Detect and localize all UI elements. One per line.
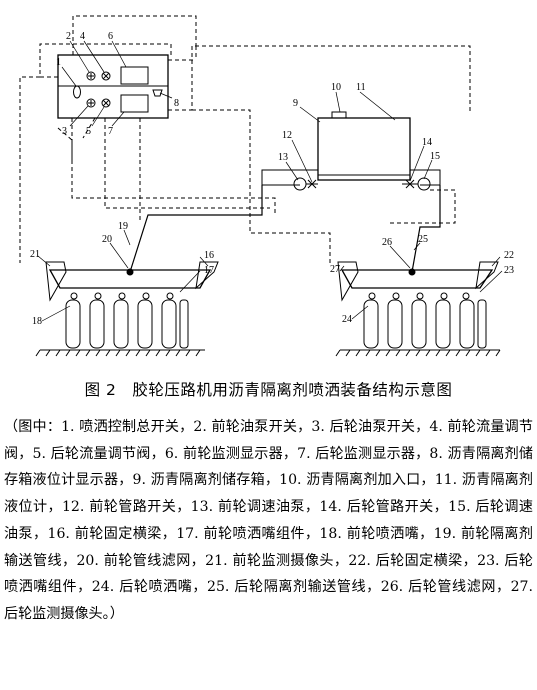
rear-flow-valve-icon bbox=[101, 98, 111, 108]
front-wheel-assembly bbox=[45, 261, 219, 349]
front-filter-icon bbox=[126, 268, 134, 276]
rear-spray-nozzles bbox=[368, 292, 470, 300]
figure-caption-title: 图 2 胶轮压路机用沥青隔离剂喷洒装备结构示意图 bbox=[84, 381, 453, 399]
label-1: 1 bbox=[56, 57, 61, 68]
label-19: 19 bbox=[118, 221, 128, 232]
rear-filter-icon bbox=[408, 268, 416, 276]
label-4: 4 bbox=[80, 31, 85, 42]
label-5: 5 bbox=[86, 126, 91, 137]
front-flow-valve-icon bbox=[101, 71, 111, 81]
front-pump-switch-icon bbox=[86, 71, 96, 81]
label-15: 15 bbox=[430, 151, 440, 162]
label-17: 17 bbox=[204, 265, 214, 276]
structure-diagram: 1 2 3 4 5 6 7 8 9 10 11 12 13 14 15 16 1… bbox=[19, 15, 514, 357]
label-20: 20 bbox=[102, 234, 112, 245]
label-10: 10 bbox=[331, 82, 341, 93]
signal-lines bbox=[19, 15, 471, 263]
label-3: 3 bbox=[62, 126, 67, 137]
label-24: 24 bbox=[342, 314, 352, 325]
rear-pump-icon bbox=[417, 177, 431, 191]
label-18: 18 bbox=[32, 316, 42, 327]
control-panel bbox=[57, 54, 169, 119]
label-22: 22 bbox=[504, 250, 514, 261]
pipelines bbox=[129, 169, 441, 273]
label-12: 12 bbox=[282, 130, 292, 141]
front-pump-icon bbox=[293, 177, 307, 191]
label-11: 11 bbox=[356, 82, 366, 93]
component-labels: 1 2 3 4 5 6 7 8 9 10 11 12 13 14 15 16 1… bbox=[30, 31, 514, 327]
label-25: 25 bbox=[418, 234, 428, 245]
rear-wheel-assembly bbox=[337, 261, 499, 349]
rear-fixed-beam bbox=[340, 269, 494, 289]
leader-lines bbox=[37, 40, 503, 322]
front-spray-nozzles bbox=[70, 292, 174, 300]
level-display-icon bbox=[152, 89, 163, 97]
rear-pump-switch-icon bbox=[86, 98, 96, 108]
label-27: 27 bbox=[330, 264, 340, 275]
label-2: 2 bbox=[66, 31, 71, 42]
label-23: 23 bbox=[504, 265, 514, 276]
rear-monitor-display bbox=[120, 94, 149, 113]
rear-wheels bbox=[363, 299, 487, 349]
label-7: 7 bbox=[108, 126, 113, 137]
label-9: 9 bbox=[293, 98, 298, 109]
label-14: 14 bbox=[422, 137, 432, 148]
label-13: 13 bbox=[278, 152, 288, 163]
filling-port bbox=[331, 111, 347, 119]
label-6: 6 bbox=[108, 31, 113, 42]
label-8: 8 bbox=[174, 98, 179, 109]
figure-caption-notes: （图中：1. 喷洒控制总开关，2. 前轮油泵开关，3. 后轮油泵开关，4. 前轮… bbox=[4, 419, 533, 622]
label-16: 16 bbox=[204, 250, 214, 261]
main-switch-icon bbox=[73, 85, 81, 99]
label-26: 26 bbox=[382, 237, 392, 248]
front-wheels bbox=[65, 299, 189, 349]
label-21: 21 bbox=[30, 249, 40, 260]
isolation-tank bbox=[317, 111, 411, 181]
front-monitor-display bbox=[120, 66, 149, 85]
front-fixed-beam bbox=[48, 269, 212, 289]
